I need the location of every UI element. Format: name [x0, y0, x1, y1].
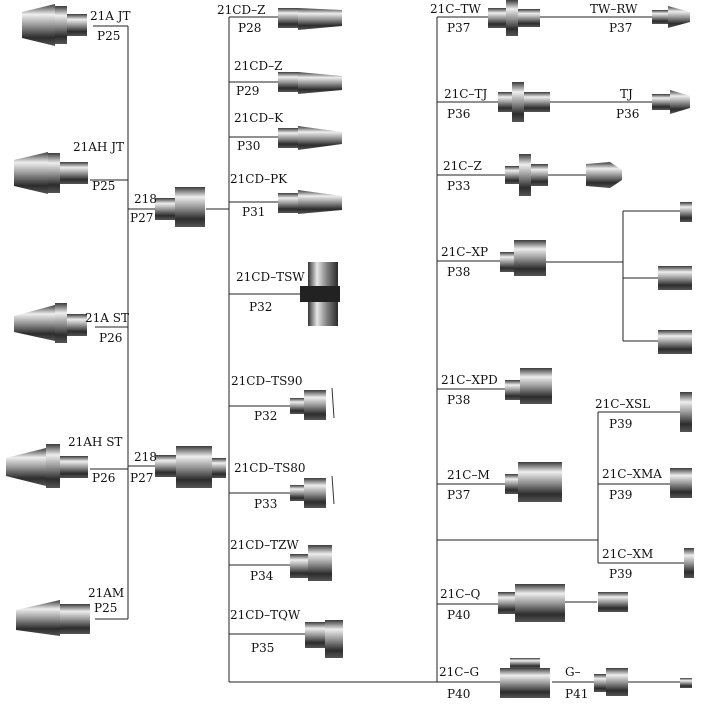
- labels: 21A JT P25 21AH JT P25 21A ST P26 21AH S…: [68, 2, 662, 701]
- label-218-bottom-page: P27: [130, 471, 153, 485]
- label-21cd-ts80: 21CD–TS80: [234, 461, 306, 475]
- label-21c-g-page: P40: [447, 687, 470, 701]
- label-21cd-z-2-page: P29: [236, 84, 259, 98]
- tool-21cd-ts80: [290, 475, 335, 508]
- tool-21cd-z-1: [278, 8, 342, 30]
- label-21c-xm: 21C–XM: [602, 547, 653, 561]
- label-21cd-tsw-page: P32: [249, 300, 272, 314]
- tool-21cd-tsw: [300, 262, 340, 326]
- shank-21a-jt: [22, 4, 87, 46]
- tool-21c-xsl: [680, 392, 692, 432]
- tool-xp-sub-1: [680, 202, 692, 222]
- label-21c-m: 21C–M: [447, 468, 490, 482]
- label-21cd-ts90: 21CD–TS90: [231, 374, 303, 388]
- label-g: G–: [565, 665, 581, 679]
- label-218-top-page: P27: [130, 211, 153, 225]
- tool-21cd-tzw: [290, 545, 332, 581]
- tool-21c-q: [498, 584, 565, 622]
- label-21c-xma: 21C–XMA: [602, 467, 662, 481]
- label-21c-z: 21C–Z: [443, 159, 482, 173]
- label-21c-tw: 21C–TW: [430, 2, 481, 16]
- tool-xp-sub-2: [658, 266, 692, 290]
- label-218-bottom: 218: [134, 450, 157, 464]
- label-21cd-tqw: 21CD–TQW: [230, 608, 301, 622]
- tool-21cd-z-2: [278, 72, 342, 94]
- label-21c-xp-page: P38: [447, 265, 470, 279]
- tool-drill-chuck: [586, 162, 622, 188]
- tool-21c-xma: [670, 468, 692, 498]
- label-21c-xsl: 21C–XSL: [595, 397, 650, 411]
- label-21c-z-page: P33: [447, 179, 470, 193]
- label-tw-rw: TW–RW: [590, 2, 638, 16]
- connector-lines: [90, 16, 684, 683]
- label-21a-jt-page: P25: [97, 29, 120, 43]
- tool-21cd-ts90: [290, 387, 335, 420]
- tool-21c-g: [500, 658, 550, 698]
- shank-21ah-jt: [14, 152, 88, 194]
- tool-21c-xpd: [505, 368, 552, 404]
- label-21cd-z-1-page: P28: [238, 21, 261, 35]
- tool-collet: [598, 592, 628, 612]
- label-21c-tw-page: P37: [447, 21, 470, 35]
- label-21cd-k-page: P30: [237, 139, 260, 153]
- tool-tw-rw: [652, 6, 690, 28]
- label-21cd-pk-page: P31: [242, 205, 265, 219]
- label-21c-q-page: P40: [447, 608, 470, 622]
- label-21ah-st: 21AH ST: [68, 435, 122, 449]
- label-21c-xsl-page: P39: [609, 417, 632, 431]
- label-g-page: P41: [565, 687, 588, 701]
- shank-21a-st: [14, 303, 87, 343]
- tool-21c-z: [505, 154, 548, 196]
- label-21cd-z-2: 21CD–Z: [234, 59, 282, 73]
- tool-tj: [652, 90, 690, 114]
- label-21cd-tsw: 21CD–TSW: [236, 270, 305, 284]
- shank-21ah-st: [6, 444, 88, 488]
- tool-21c-tw: [488, 0, 540, 36]
- tool-21cd-tqw: [305, 620, 343, 658]
- label-218-top: 218: [134, 192, 157, 206]
- adapter-218-bottom: [155, 446, 226, 488]
- label-21c-xp: 21C–XP: [441, 245, 488, 259]
- label-tj: TJ: [620, 87, 633, 101]
- label-21am-page: P25: [94, 601, 117, 615]
- tool-21c-tj: [498, 82, 550, 122]
- label-21ah-jt: 21AH JT: [73, 140, 124, 154]
- label-21ah-jt-page: P25: [92, 179, 115, 193]
- label-21c-g: 21C–G: [439, 665, 479, 679]
- label-21cd-ts90-page: P32: [254, 409, 277, 423]
- label-21c-xpd-page: P38: [447, 393, 470, 407]
- label-21c-xma-page: P39: [609, 488, 632, 502]
- label-21c-xpd: 21C–XPD: [441, 373, 498, 387]
- label-21a-st: 21A ST: [85, 311, 129, 325]
- label-21cd-pk: 21CD–PK: [230, 172, 288, 186]
- label-21cd-tzw: 21CD–TZW: [230, 538, 299, 552]
- tool-21c-xm: [684, 548, 694, 578]
- tool-g-adapter: [594, 668, 628, 696]
- tool-21cd-pk: [278, 190, 342, 214]
- label-21cd-z-1: 21CD–Z: [217, 3, 265, 17]
- label-tj-page: P36: [616, 107, 639, 121]
- label-21c-q: 21C–Q: [440, 587, 480, 601]
- adapter-218-top: [155, 187, 205, 227]
- tool-xp-sub-3: [658, 330, 692, 354]
- label-21c-m-page: P37: [447, 488, 470, 502]
- label-21c-tj-page: P36: [447, 107, 470, 121]
- label-tw-rw-page: P37: [609, 21, 632, 35]
- label-21c-tj: 21C–TJ: [444, 87, 487, 101]
- tool-g-end: [680, 678, 692, 688]
- label-21cd-k: 21CD–K: [234, 111, 284, 125]
- label-21ah-st-page: P26: [92, 471, 115, 485]
- label-21am: 21AM: [88, 586, 124, 600]
- tool-21c-m: [505, 462, 562, 502]
- label-21a-st-page: P26: [99, 331, 122, 345]
- label-21cd-tqw-page: P35: [251, 641, 274, 655]
- tool-21cd-k: [278, 126, 342, 150]
- tool-21c-xp: [500, 240, 546, 276]
- shank-21am: [16, 600, 90, 636]
- label-21c-xm-page: P39: [609, 567, 632, 581]
- label-21cd-tzw-page: P34: [250, 569, 274, 583]
- label-21a-jt: 21A JT: [90, 9, 131, 23]
- label-21cd-ts80-page: P33: [254, 497, 277, 511]
